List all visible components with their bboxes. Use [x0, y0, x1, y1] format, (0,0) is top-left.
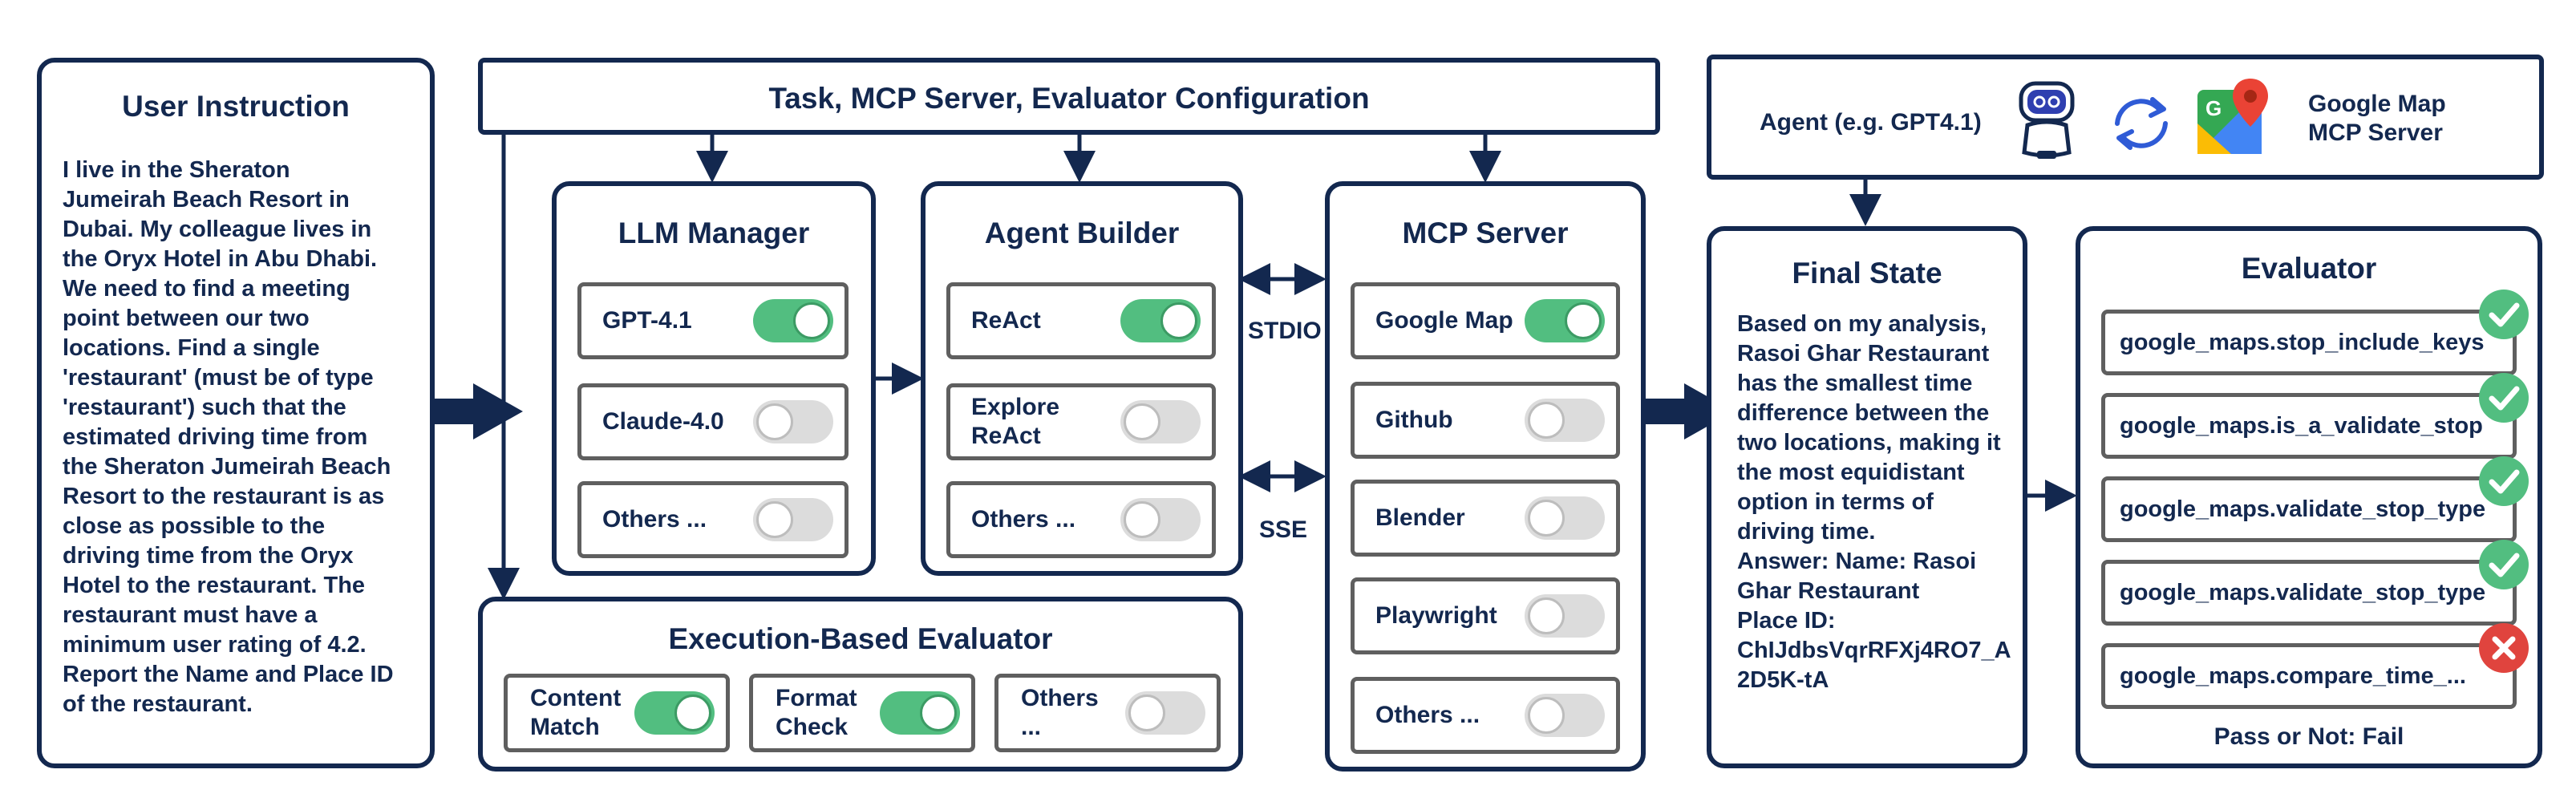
check-label: google_maps.stop_include_keys: [2120, 329, 2485, 355]
evaluator-check-row: google_maps.compare_time_...: [2101, 623, 2529, 709]
exec-option-label: Content Match: [530, 685, 622, 740]
llm-option-claude[interactable]: Claude-4.0: [577, 383, 849, 460]
agent-box: Agent (e.g. GPT4.1) G Google Map MCP Ser…: [1707, 55, 2544, 180]
check-pass-icon: [2479, 290, 2529, 339]
toggle-switch[interactable]: [753, 498, 833, 541]
final-state-panel: Final State Based on my analysis, Rasoi …: [1707, 226, 2027, 768]
big-arrow-instruction: [423, 383, 523, 439]
agent-builder-title: Agent Builder: [984, 217, 1180, 249]
evaluator-check-row: google_maps.stop_include_keys: [2101, 290, 2529, 375]
toggle-switch[interactable]: [1525, 594, 1605, 638]
google-maps-icon: G: [2197, 79, 2268, 154]
check-pass-icon: [2479, 373, 2529, 423]
mcp-option-others[interactable]: Others ...: [1351, 677, 1620, 754]
evaluator-title: Evaluator: [2241, 252, 2377, 285]
agent-option-others[interactable]: Others ...: [946, 481, 1216, 558]
agent-option-react[interactable]: ReAct: [946, 282, 1216, 359]
evaluator-check-row: google_maps.validate_stop_type: [2101, 540, 2529, 626]
check-pass-icon: [2479, 540, 2529, 589]
mcp-option-label: Others ...: [1375, 702, 1480, 728]
exec-option-label: Others ...: [1021, 685, 1099, 740]
sse-label: SSE: [1259, 516, 1308, 543]
check-pass-icon: [2479, 456, 2529, 506]
evaluator-panel: Evaluator google_maps.stop_include_keys …: [2076, 226, 2542, 768]
server-label: Google Map MCP Server: [2308, 91, 2446, 146]
user-instruction-panel: User Instruction I live in the Sheraton …: [37, 58, 435, 768]
llm-option-others[interactable]: Others ...: [577, 481, 849, 558]
agent-label: Agent (e.g. GPT4.1): [1760, 109, 1982, 136]
mcp-option-label: Playwright: [1375, 602, 1497, 629]
mcp-option-playwright[interactable]: Playwright: [1351, 577, 1620, 654]
toggle-switch[interactable]: [1120, 299, 1201, 342]
evaluator-result: Pass or Not: Fail: [2213, 723, 2404, 750]
mcp-server-title: MCP Server: [1402, 217, 1569, 249]
llm-manager-title: LLM Manager: [618, 217, 810, 249]
llm-option-label: Claude-4.0: [602, 408, 724, 435]
svg-text:G: G: [2205, 96, 2222, 120]
mcp-option-github[interactable]: Github: [1351, 382, 1620, 459]
user-instruction-title: User Instruction: [122, 90, 350, 123]
exec-option-format-check[interactable]: Format Check: [749, 674, 975, 752]
check-label: google_maps.is_a_validate_stop: [2120, 412, 2483, 439]
llm-manager-panel: LLM Manager GPT-4.1 Claude-4.0 Others ..…: [552, 181, 876, 576]
toggle-switch[interactable]: [634, 691, 715, 735]
check-label: google_maps.validate_stop_type: [2120, 579, 2486, 605]
llm-option-label: Others ...: [602, 506, 707, 533]
exec-option-content-match[interactable]: Content Match: [504, 674, 730, 752]
toggle-switch[interactable]: [1125, 691, 1205, 735]
exec-option-others[interactable]: Others ...: [994, 674, 1221, 752]
mcp-option-label: Blender: [1375, 504, 1465, 531]
mcp-option-label: Google Map: [1375, 307, 1513, 334]
agent-option-label: ReAct: [971, 307, 1041, 334]
stdio-label: STDIO: [1248, 318, 1322, 344]
mcp-server-panel: MCP Server Google Map Github Blender Pla…: [1325, 181, 1646, 772]
exec-evaluator-panel: Execution-Based Evaluator Content Match …: [478, 597, 1243, 772]
toggle-switch[interactable]: [1120, 498, 1201, 541]
mcp-option-google-map[interactable]: Google Map: [1351, 282, 1620, 359]
mcp-option-blender[interactable]: Blender: [1351, 480, 1620, 557]
agent-option-label: Explore ReAct: [971, 394, 1060, 449]
exec-evaluator-title: Execution-Based Evaluator: [668, 622, 1053, 655]
agent-option-label: Others ...: [971, 506, 1076, 533]
toggle-switch[interactable]: [753, 299, 833, 342]
toggle-switch[interactable]: [1525, 694, 1605, 737]
check-fail-icon: [2479, 623, 2529, 673]
check-label: google_maps.validate_stop_type: [2120, 496, 2486, 522]
agent-option-explore-react[interactable]: Explore ReAct: [946, 383, 1216, 460]
evaluator-check-row: google_maps.is_a_validate_stop: [2101, 373, 2529, 459]
sync-arrows-icon: [2115, 97, 2168, 150]
toggle-switch[interactable]: [1525, 399, 1605, 442]
check-label: google_maps.compare_time_...: [2120, 662, 2466, 689]
toggle-switch[interactable]: [753, 400, 833, 443]
robot-icon: [2019, 81, 2075, 159]
toggle-switch[interactable]: [1525, 496, 1605, 540]
agent-builder-panel: Agent Builder ReAct Explore ReAct Others…: [921, 181, 1243, 576]
toggle-switch[interactable]: [1525, 299, 1605, 342]
toggle-switch[interactable]: [880, 691, 960, 735]
user-instruction-text: I live in the Sheraton Jumeirah Beach Re…: [63, 157, 394, 717]
big-arrow-final-state: [1636, 383, 1734, 439]
config-bar: Task, MCP Server, Evaluator Configuratio…: [478, 58, 1660, 135]
evaluator-check-row: google_maps.validate_stop_type: [2101, 456, 2529, 542]
final-state-text: Based on my analysis, Rasoi Ghar Restaur…: [1737, 311, 2011, 693]
llm-option-gpt41[interactable]: GPT-4.1: [577, 282, 849, 359]
exec-option-label: Format Check: [776, 685, 857, 740]
llm-option-label: GPT-4.1: [602, 307, 692, 334]
final-state-title: Final State: [1792, 257, 1942, 290]
toggle-switch[interactable]: [1120, 400, 1201, 443]
mcp-option-label: Github: [1375, 407, 1453, 433]
config-title: Task, MCP Server, Evaluator Configuratio…: [768, 82, 1370, 115]
